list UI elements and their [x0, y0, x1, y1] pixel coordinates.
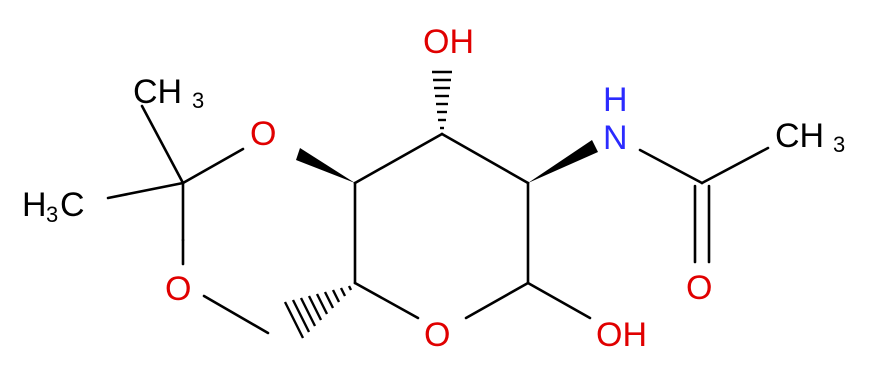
bond-layer — [106, 70, 770, 339]
o-ring-upper-label: O — [250, 115, 276, 153]
h3c-left-sub: 3 — [46, 202, 58, 227]
ch3-right-sub: 3 — [833, 132, 845, 157]
n-label: N — [603, 119, 628, 157]
ch3-top-left-group: CH 3 — [133, 73, 204, 113]
ch3-top-left-main: CH — [133, 73, 182, 111]
bond-o5-c5 — [353, 281, 420, 320]
oh-bottom-label: OH — [596, 316, 647, 354]
o-carbonyl-label: O — [686, 269, 712, 307]
bond-cacetal-me2 — [106, 181, 185, 200]
bond-c6-o6 — [202, 294, 270, 335]
bond-c3-c2 — [440, 132, 530, 185]
o-ring-left-label: O — [165, 270, 191, 308]
bond-c1-o5 — [464, 281, 530, 320]
nh-h-label: H — [603, 81, 628, 119]
bond-c1-oh — [526, 281, 592, 320]
bond-cacetal-o4 — [181, 147, 245, 185]
oh-top-label: OH — [423, 23, 474, 61]
bond-n-cco — [638, 148, 704, 185]
bond-cco-me — [700, 146, 770, 185]
hash-bond-c5-c6 — [283, 285, 353, 339]
label-layer: OH H N CH 3 H 3 C CH 3 O O O OH O — [22, 23, 845, 354]
h3c-left-tail: C — [60, 186, 85, 224]
hash-bond-c3-oh — [432, 70, 452, 130]
bond-c4-c3 — [353, 132, 444, 185]
bond-cacetal-me1 — [140, 104, 185, 185]
h3c-left-group: H 3 C — [22, 186, 85, 227]
o-pyran-label: O — [424, 316, 450, 354]
wedge-bond-c4-o4 — [296, 148, 355, 183]
wedge-bond-c2-n — [528, 140, 598, 183]
h3c-left-main: H — [22, 186, 47, 224]
ch3-top-left-sub: 3 — [192, 88, 204, 113]
ch3-right-main: CH — [775, 117, 824, 155]
ch3-right-group: CH 3 — [775, 117, 845, 157]
